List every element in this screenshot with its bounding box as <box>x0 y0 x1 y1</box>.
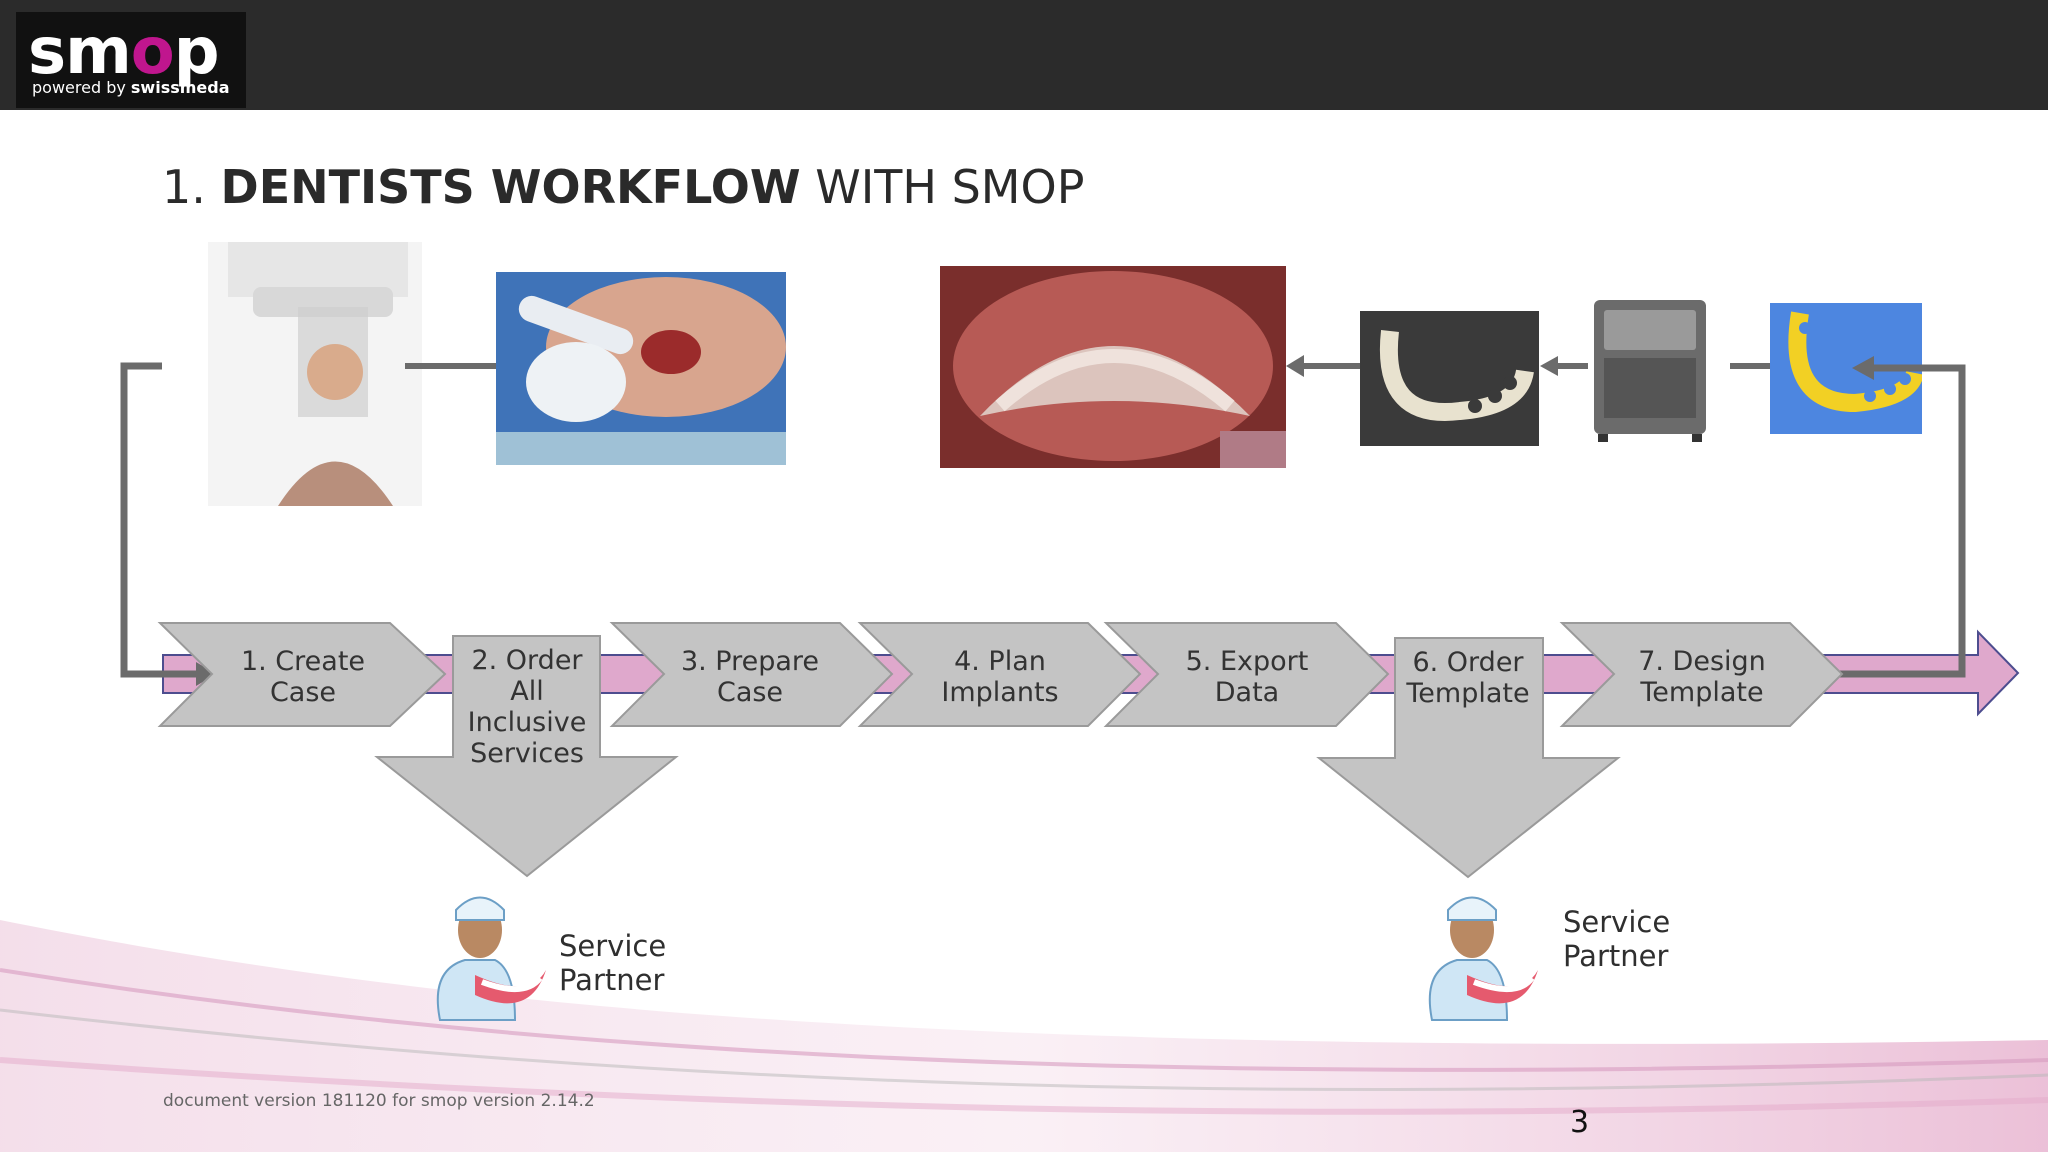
connector-left-arrowhead <box>196 662 216 686</box>
background-swoosh <box>0 920 2048 1152</box>
service-partner-icon-2 <box>1428 896 1538 1021</box>
page-number: 3 <box>1570 1105 1590 1140</box>
step-5-chevron <box>1103 622 1390 727</box>
intraoral-scan-photo <box>496 272 786 465</box>
logo-tagline: powered by swissmeda <box>32 78 230 97</box>
3d-printer-photo <box>1588 296 1712 444</box>
step-6-down-arrow <box>1316 637 1621 879</box>
arrowhead-to-mouth <box>1286 355 1304 377</box>
page-title: 1. DENTISTS WORKFLOW WITH SMOP <box>162 160 1085 214</box>
arrowhead-to-guide <box>1540 356 1558 376</box>
step-7-chevron <box>1559 622 1844 727</box>
step-1-chevron <box>157 622 447 727</box>
step-4-chevron <box>857 622 1142 727</box>
smop-logo[interactable]: smop powered by swissmeda <box>16 12 246 108</box>
connector-left <box>120 362 200 678</box>
connector-right-arrowhead <box>1852 356 1874 380</box>
logo-wordmark: smop <box>28 15 220 89</box>
cbct-scanner-photo <box>208 242 422 506</box>
step-3-chevron <box>609 622 894 727</box>
template-design-render <box>1770 303 1922 434</box>
document-version-note: document version 181120 for smop version… <box>163 1091 595 1111</box>
top-bar: smop powered by swissmeda <box>0 0 2048 110</box>
step-2-down-arrow <box>374 635 679 878</box>
printed-guide-photo <box>1360 311 1539 446</box>
service-partner-icon-1 <box>436 896 546 1021</box>
surgical-guide-in-mouth-photo <box>940 266 1286 468</box>
connector-right <box>1820 364 1966 678</box>
